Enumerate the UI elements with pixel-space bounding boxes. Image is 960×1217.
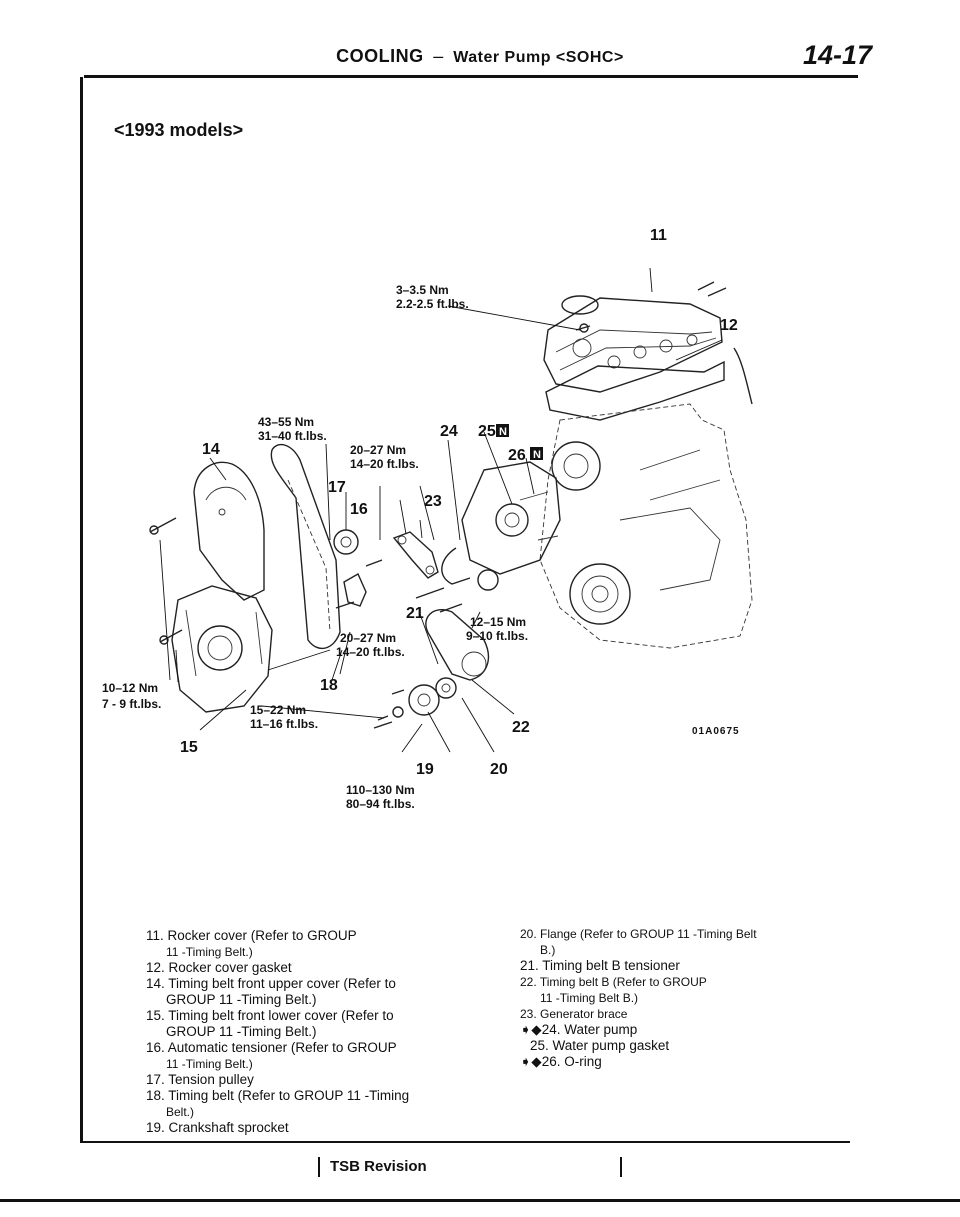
parts-legend-right: 20. Flange (Refer to GROUP 11 -Timing Be… xyxy=(520,926,850,1070)
footer-rule xyxy=(0,1199,960,1202)
crank-sprocket-drawing xyxy=(377,677,457,721)
callout-11: 11 xyxy=(650,227,667,244)
legend-item: 12. Rocker cover gasket xyxy=(146,960,292,975)
torque-tensioner-nm: 43–55 Nm xyxy=(258,415,314,429)
tsb-revision-box: TSB Revision xyxy=(318,1157,622,1177)
legend-item: 16. Automatic tensioner (Refer to GROUP xyxy=(146,1040,397,1055)
water-pump-drawing xyxy=(441,461,561,591)
torque-pump-ftlbs: 9–10 ft.lbs. xyxy=(466,629,528,643)
auto-tensioner-drawing xyxy=(343,573,367,607)
rocker-cover-drawing xyxy=(543,281,753,421)
new-part-mark-26: N xyxy=(533,449,541,461)
belt-b-drawing xyxy=(425,609,489,681)
models-label: <1993 models> xyxy=(114,120,244,140)
callout-23: 23 xyxy=(424,493,442,510)
torque-specs: 3–3.5 Nm 2.2-2.5 ft.lbs. 43–55 Nm 31–40 … xyxy=(102,283,528,811)
figure-code: 01A0675 xyxy=(692,726,740,737)
legend-item-continuation: GROUP 11 -Timing Belt.) xyxy=(166,1024,317,1039)
torque-rocker-bolt-nm: 3–3.5 Nm xyxy=(396,283,449,297)
torque-crank-nm: 110–130 Nm xyxy=(346,783,415,797)
page-bottom-rule xyxy=(80,1141,850,1143)
new-part-marks: N N xyxy=(496,424,543,461)
parts-legend-left: 11. Rocker cover (Refer to GROUP 11 -Tim… xyxy=(146,928,486,1136)
torque-sprocket-nm: 15–22 Nm xyxy=(250,703,306,717)
torque-crank-ftlbs: 80–94 ft.lbs. xyxy=(346,797,415,811)
legend-item-continuation: B.) xyxy=(540,943,556,957)
legend-item: ➧◆24. Water pump xyxy=(520,1022,638,1037)
left-margin-rule xyxy=(80,77,83,1142)
callout-19: 19 xyxy=(416,761,434,778)
torque-cover-ftlbs: 7 - 9 ft.lbs. xyxy=(102,697,161,711)
torque-tensioner-ftlbs: 31–40 ft.lbs. xyxy=(258,429,327,443)
torque-pulley-nm: 20–27 Nm xyxy=(350,443,406,457)
legend-item: 14. Timing belt front upper cover (Refer… xyxy=(146,976,396,991)
legend-item-continuation: 11 -Timing Belt.) xyxy=(166,1057,253,1071)
callout-21: 21 xyxy=(406,605,424,622)
callout-17: 17 xyxy=(328,479,346,496)
legend-item: 17. Tension pulley xyxy=(146,1072,254,1087)
engine-block-drawing xyxy=(539,403,753,649)
callout-16: 16 xyxy=(350,501,368,518)
callout-12: 12 xyxy=(720,317,738,334)
legend-item: 18. Timing belt (Refer to GROUP 11 -Timi… xyxy=(146,1088,410,1103)
callout-25: 25 xyxy=(478,423,496,440)
legend-item: 21. Timing belt B tensioner xyxy=(520,958,680,973)
generator-brace-drawing xyxy=(392,531,439,579)
section-subtitle: Water Pump <SOHC> xyxy=(453,49,624,66)
legend-item: 23. Generator brace xyxy=(520,1007,628,1021)
torque-pump-nm: 12–15 Nm xyxy=(470,615,526,629)
callout-20: 20 xyxy=(490,761,508,778)
header-rule xyxy=(84,75,858,78)
torque-pulley-ftlbs: 14–20 ft.lbs. xyxy=(350,457,419,471)
callout-14: 14 xyxy=(202,441,220,458)
new-part-mark-25: N xyxy=(499,426,507,438)
torque-sprocket-ftlbs: 11–16 ft.lbs. xyxy=(250,717,318,731)
exploded-view-diagram: 11 12 14 15 16 17 18 19 20 21 22 23 24 2… xyxy=(102,227,753,811)
callout-18: 18 xyxy=(320,677,338,694)
title-separator: – xyxy=(433,46,444,66)
legend-item: 15. Timing belt front lower cover (Refer… xyxy=(146,1008,394,1023)
page-header-title: COOLING – Water Pump <SOHC> xyxy=(300,46,660,67)
section-title: COOLING xyxy=(336,46,424,66)
torque-lower-nm: 20–27 Nm xyxy=(340,631,396,645)
legend-item-continuation: 11 -Timing Belt B.) xyxy=(540,991,639,1005)
upper-cover-drawing xyxy=(193,461,265,601)
callout-15: 15 xyxy=(180,739,198,756)
legend-item: ➧◆26. O-ring xyxy=(520,1054,602,1069)
part-callouts: 11 12 14 15 16 17 18 19 20 21 22 23 24 2… xyxy=(180,227,738,778)
callout-22: 22 xyxy=(512,719,530,736)
page-number: 14-17 xyxy=(802,40,872,70)
leader-lines xyxy=(159,267,723,753)
torque-lower-ftlbs: 14–20 ft.lbs. xyxy=(336,645,405,659)
legend-item: 11. Rocker cover (Refer to GROUP xyxy=(146,928,357,943)
callout-24: 24 xyxy=(440,423,458,440)
legend-item: 20. Flange (Refer to GROUP 11 -Timing Be… xyxy=(520,927,757,941)
legend-item: 19. Crankshaft sprocket xyxy=(146,1120,289,1135)
callout-26: 26 xyxy=(508,447,526,464)
lower-cover-drawing xyxy=(171,585,273,713)
torque-rocker-bolt-ftlbs: 2.2-2.5 ft.lbs. xyxy=(396,297,469,311)
timing-belt-drawing xyxy=(270,443,341,650)
torque-cover-nm: 10–12 Nm xyxy=(102,681,158,695)
legend-item-continuation: Belt.) xyxy=(166,1105,195,1119)
legend-item-continuation: 11 -Timing Belt.) xyxy=(166,945,253,959)
tension-pulley-drawing xyxy=(333,529,359,555)
legend-item-continuation: GROUP 11 -Timing Belt.) xyxy=(166,992,317,1007)
legend-item: 22. Timing belt B (Refer to GROUP xyxy=(520,975,707,989)
bolts-drawing xyxy=(149,323,591,729)
tsb-revision-label: TSB Revision xyxy=(330,1158,427,1175)
legend-item: 25. Water pump gasket xyxy=(530,1038,670,1053)
